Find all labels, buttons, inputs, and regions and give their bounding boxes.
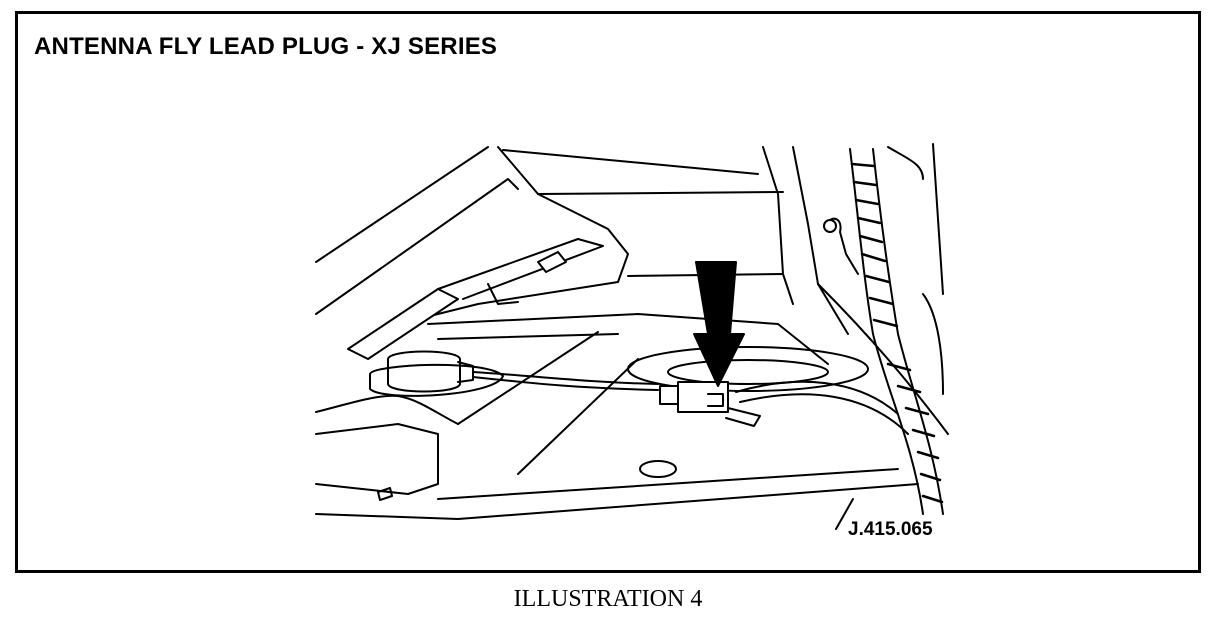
technical-line-drawing bbox=[315, 143, 949, 530]
floor-slope-2 bbox=[517, 358, 639, 475]
floor-recess bbox=[315, 394, 459, 425]
pillar-right bbox=[792, 146, 849, 335]
antenna-module-body bbox=[387, 350, 461, 393]
fly-lead-cable-b bbox=[472, 376, 659, 391]
plug-tail bbox=[725, 407, 761, 427]
ground-bolt bbox=[823, 219, 837, 233]
floor-hole bbox=[639, 460, 677, 478]
harness-wrap bbox=[850, 162, 944, 504]
bracket-tab bbox=[487, 283, 519, 305]
upper-right-curve bbox=[887, 146, 924, 180]
fly-lead-cable-a bbox=[472, 371, 659, 385]
plug-latch bbox=[707, 393, 724, 407]
harness-outline-right bbox=[872, 148, 944, 515]
floor-panel-back bbox=[427, 313, 829, 365]
antenna-module-base bbox=[369, 363, 504, 397]
harness-feed-a bbox=[735, 380, 899, 415]
bracket-clip bbox=[537, 251, 567, 273]
left-panel-inner bbox=[315, 178, 519, 315]
bracket-strip bbox=[437, 238, 604, 300]
reference-leader bbox=[835, 498, 854, 530]
bracket-left bbox=[347, 288, 459, 360]
illustration-frame: ANTENNA FLY LEAD PLUG - XJ SERIES bbox=[15, 11, 1201, 573]
harness-outline-left bbox=[849, 148, 924, 515]
pillar-left bbox=[762, 146, 794, 305]
plug-nose bbox=[659, 385, 679, 405]
upper-trim-fold bbox=[502, 149, 759, 175]
illustration-caption: ILLUSTRATION 4 bbox=[513, 586, 703, 612]
floor-left-edge bbox=[315, 423, 439, 495]
floor-panel-back-2 bbox=[437, 333, 619, 340]
plug-body bbox=[677, 381, 729, 413]
right-edge bbox=[932, 143, 944, 295]
upper-trim-fold-2 bbox=[537, 191, 784, 195]
floor-mid-line bbox=[437, 468, 899, 500]
center-recess-inner bbox=[667, 359, 829, 385]
illustration-title: ANTENNA FLY LEAD PLUG - XJ SERIES bbox=[34, 33, 498, 60]
floor-front-edge bbox=[315, 483, 919, 520]
pillar-curve bbox=[817, 283, 949, 435]
drawing-reference-code: J.415.065 bbox=[848, 519, 933, 540]
left-panel-outline bbox=[315, 146, 489, 263]
locator-arrow bbox=[693, 261, 745, 387]
right-panel-curve bbox=[922, 293, 944, 395]
floor-slope bbox=[457, 331, 599, 425]
floor-slot bbox=[377, 487, 393, 501]
center-recess bbox=[627, 346, 869, 392]
harness-feed-b bbox=[739, 393, 909, 435]
